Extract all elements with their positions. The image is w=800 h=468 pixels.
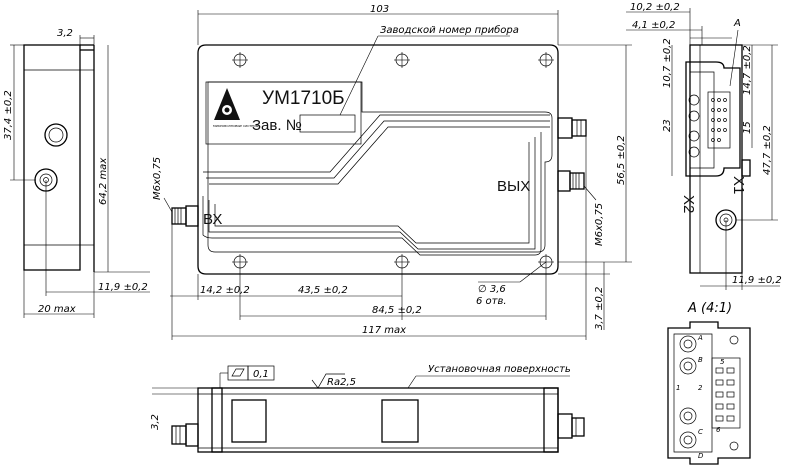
conn-round-pins xyxy=(688,94,700,158)
dim-hole-x1: 14,2 ±0,2 xyxy=(200,285,250,296)
side-sma-connector xyxy=(44,123,68,147)
dim-side-thickness: 3,2 xyxy=(57,28,73,39)
dim-right-height: 56,5 ±0,2 xyxy=(616,135,627,185)
dim-hole-x3: 84,5 ±0,2 xyxy=(372,305,422,316)
flatness-tolerance: 0,1 xyxy=(219,365,275,388)
dim-hole-diameter: ∅ 3,6 xyxy=(478,284,506,295)
dim-overall-width: 103 xyxy=(370,4,389,15)
dim-conn-w1: 10,2 ±0,2 xyxy=(630,2,680,13)
dim-hole-count: 6 отв. xyxy=(476,296,507,307)
dim-side-height-total: 64,2 max xyxy=(98,158,109,205)
model-title: УМ1710Б xyxy=(262,88,345,109)
detail-pin-block xyxy=(711,357,741,429)
dim-conn-h4: 15 xyxy=(742,121,753,134)
conn-pin-grid xyxy=(707,91,731,149)
pin-label-c: C xyxy=(698,428,703,436)
dim-total-length: 117 max xyxy=(362,325,406,336)
thread-left: M6x0,75 xyxy=(152,157,163,200)
pin-label-2: 2 xyxy=(698,384,703,392)
dim-conn-h3: 23 xyxy=(662,119,673,132)
thread-right: M6x0,75 xyxy=(594,203,605,246)
label-x2: X2 xyxy=(680,195,697,213)
pin-label-6: 6 xyxy=(716,426,721,434)
dim-right-bottom: 3,7 ±0,2 xyxy=(594,287,605,330)
dim-hole-x2: 43,5 ±0,2 xyxy=(298,285,348,296)
dim-side-height-top: 37,4 ±0,2 xyxy=(3,90,14,140)
dim-conn-h5: 47,7 ±0,2 xyxy=(762,125,773,175)
serial-label: Зав. № xyxy=(252,117,302,134)
pin-label-a: A xyxy=(697,334,703,342)
dim-side-width: 20 max xyxy=(38,304,76,315)
bottom-input-connector xyxy=(171,423,199,447)
company-logo: МИКРОВОЛНОВЫЕ СИСТЕМЫ xyxy=(212,86,259,138)
input-connector xyxy=(171,205,199,227)
serial-caption: Заводской номер прибора xyxy=(380,24,519,36)
dim-bottom-thickness: 3,2 xyxy=(150,414,161,430)
output-connector xyxy=(557,170,585,192)
bottom-view: 3,2 0,1 Ra2,5 Установочная поверхность xyxy=(150,364,585,453)
detail-view-a: A (4:1) A B C D 1 2 5 6 xyxy=(667,301,751,465)
detail-view-title: A (4:1) xyxy=(687,301,732,316)
pin-label-b: B xyxy=(698,356,703,364)
right-view: 10,2 ±0,2 4,1 ±0,2 A xyxy=(626,2,782,290)
pin-label-1: 1 xyxy=(676,384,680,392)
output-connector-top xyxy=(557,117,587,139)
view-a-marker: A xyxy=(733,18,741,29)
roughness-value: Ra2,5 xyxy=(327,377,356,388)
dim-conn-h2: 14,7 ±0,2 xyxy=(742,45,753,95)
side-view: 3,2 37,4 ±0,2 64,2 max 11,9 ±0,2 20 max xyxy=(3,28,150,318)
dim-side-bottom: 11,9 ±0,2 xyxy=(98,282,148,293)
output-label: ВЫХ xyxy=(497,178,530,195)
input-label: ВХ xyxy=(203,211,222,228)
label-x1: X1 xyxy=(730,176,747,194)
bottom-output-connector xyxy=(557,413,585,439)
mounting-holes xyxy=(232,52,554,270)
flatness-value: 0,1 xyxy=(253,369,269,380)
serial-number-field xyxy=(299,114,356,133)
detail-round-contacts xyxy=(679,335,697,449)
dim-conn-bottom: 11,9 ±0,2 xyxy=(732,275,782,286)
dim-conn-w2: 4,1 ±0,2 xyxy=(632,20,675,31)
logo-caption: МИКРОВОЛНОВЫЕ СИСТЕМЫ xyxy=(213,124,259,128)
roughness-symbol: Ra2,5 xyxy=(311,373,356,389)
pin-label-d: D xyxy=(698,452,704,460)
mounting-surface-label: Установочная поверхность xyxy=(428,364,571,375)
dim-conn-h1: 10,7 ±0,2 xyxy=(662,38,673,88)
label-plate xyxy=(205,81,362,145)
pin-label-5: 5 xyxy=(720,358,725,366)
front-view: 103 xyxy=(152,4,632,340)
